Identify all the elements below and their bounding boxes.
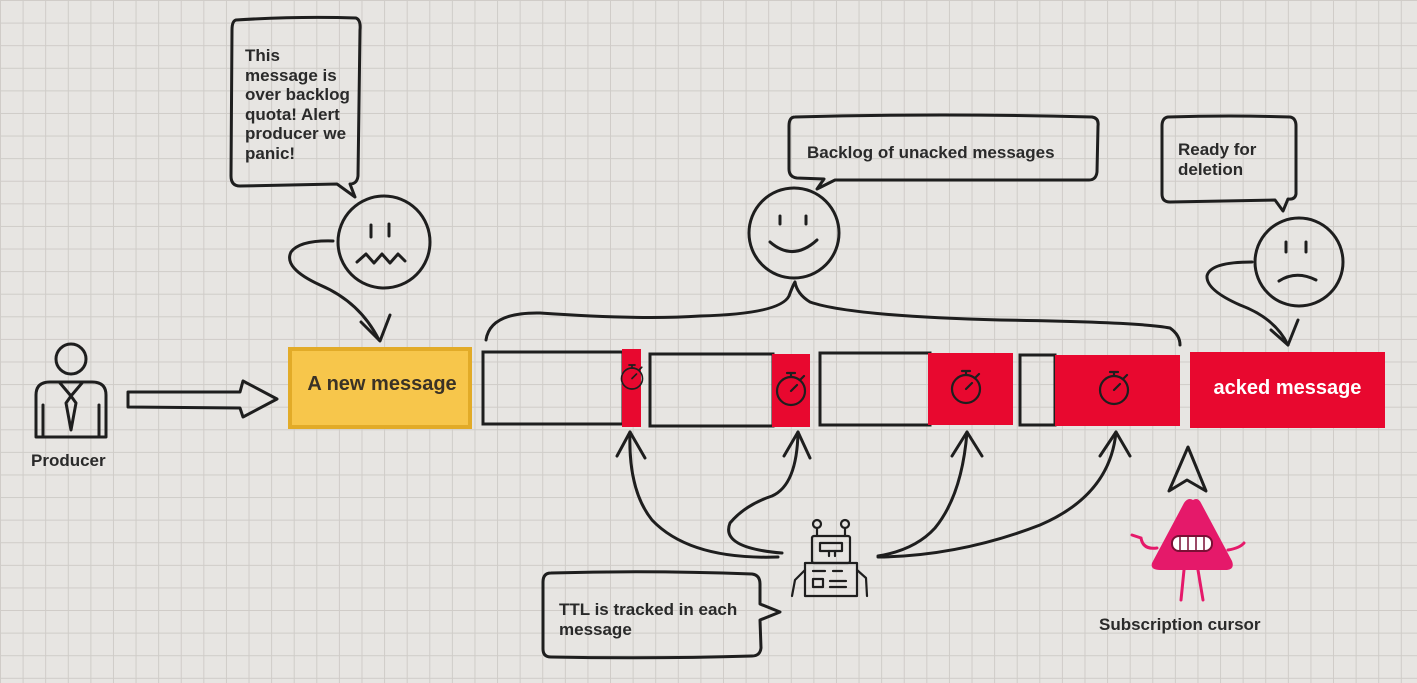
ttl-arrow-3 (876, 430, 969, 558)
quota-bubble-text: This message is over backlog quota! Aler… (245, 46, 350, 163)
smiley-face-icon (747, 186, 841, 280)
ttl-arrow-1 (628, 430, 780, 559)
ttl-arrow-2-head (782, 430, 812, 460)
backlog-speech-bubble (787, 113, 1100, 191)
producer-arrow (126, 379, 279, 419)
backlog-message-2 (648, 352, 810, 428)
stopwatch-icon (1098, 370, 1130, 406)
backlog-message-4 (1018, 353, 1180, 427)
worried-face-icon (336, 194, 432, 290)
producer-label: Producer (31, 451, 106, 470)
ttl-speech-bubble (541, 570, 782, 660)
backlog-brace (484, 280, 1182, 347)
ttl-arrow-1-head (615, 430, 647, 460)
deletion-bubble-text: Ready for deletion (1178, 140, 1257, 179)
ttl-arrow-4 (876, 430, 1118, 559)
stopwatch-icon (620, 364, 644, 390)
backlog-message-3 (818, 351, 1013, 427)
robot-icon (790, 518, 869, 598)
ttl-arrow-4-head (1098, 430, 1132, 458)
deletion-arrow-head (1269, 318, 1300, 347)
deletion-speech-bubble (1160, 114, 1298, 213)
acked-message-label: acked message (1213, 377, 1362, 399)
backlog-message-1 (481, 349, 641, 427)
subscription-cursor-label: Subscription cursor (1099, 615, 1261, 634)
deletion-arrow (1205, 260, 1290, 347)
acked-message-box (1190, 352, 1385, 428)
stopwatch-icon (950, 369, 982, 405)
ttl-arrow-2 (727, 430, 800, 555)
cursor-arrow-icon (1167, 445, 1208, 493)
new-message-label: A new message (307, 373, 457, 395)
person-icon (34, 342, 108, 439)
backlog-bubble-text: Backlog of unacked messages (807, 143, 1055, 162)
triangle-monster-icon (1130, 499, 1246, 602)
stopwatch-icon (775, 371, 807, 407)
sad-face-icon (1253, 216, 1345, 308)
ttl-bubble-text: TTL is tracked in each message (559, 600, 738, 639)
ttl-arrow-3-head (950, 430, 984, 458)
new-message-box (288, 347, 472, 429)
quota-arrow (288, 239, 381, 342)
quota-speech-bubble (229, 15, 362, 199)
quota-arrow-head (359, 313, 392, 343)
